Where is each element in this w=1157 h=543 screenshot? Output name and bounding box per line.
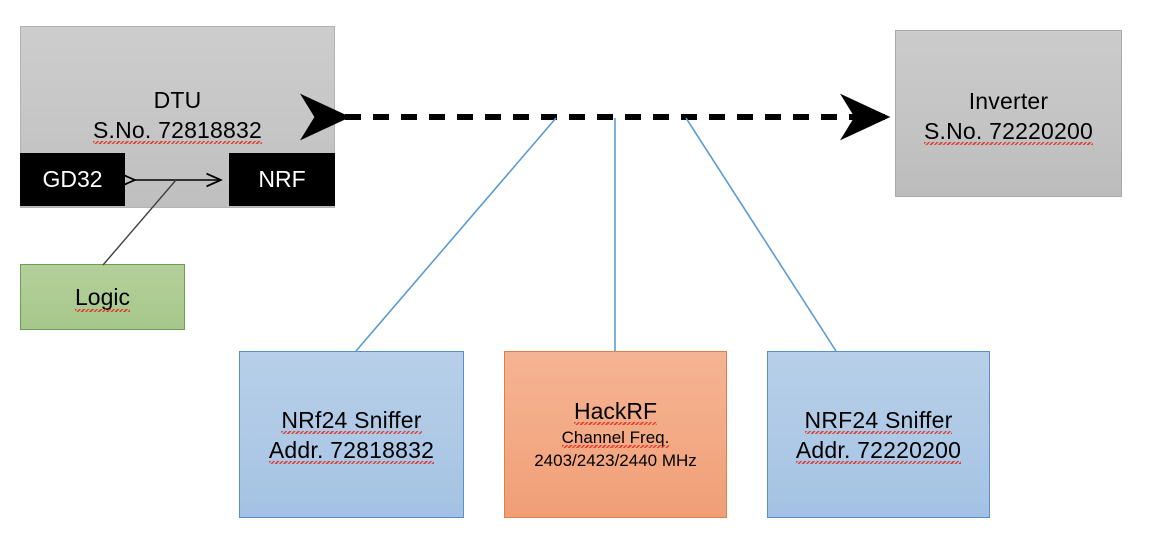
nrf24-right-tap-line <box>685 117 837 352</box>
nrf24-left-label-group: NRf24 Sniffer Addr. 72818832 <box>269 405 434 465</box>
hackrf-label-group: HackRF Channel Freq. 2403/2423/2440 MHz <box>534 397 697 472</box>
dtu-label-group: DTU S.No. 72818832 <box>21 85 334 145</box>
logic-label: Logic <box>75 283 130 312</box>
hackrf-block[interactable]: HackRF Channel Freq. 2403/2423/2440 MHz <box>504 351 727 518</box>
hackrf-subtitle: Channel Freq. <box>562 426 670 449</box>
nrf24-right-title: NRF24 Sniffer <box>805 405 953 435</box>
nrf-label: NRF <box>258 166 306 192</box>
gd32-label: GD32 <box>42 166 103 192</box>
nrf24-right-title-text: NRF24 Sniffer <box>804 406 953 433</box>
inverter-title: Inverter <box>968 88 1049 114</box>
logic-block[interactable]: Logic <box>20 264 185 330</box>
hackrf-subtitle-text: Channel Freq. <box>561 428 670 447</box>
nrf24-right-label-group: NRF24 Sniffer Addr. 72220200 <box>796 405 961 465</box>
hackrf-title-text: HackRF <box>573 398 658 424</box>
hackrf-frequencies: 2403/2423/2440 MHz <box>534 451 697 470</box>
nrf24-sniffer-right-block[interactable]: NRF24 Sniffer Addr. 72220200 <box>767 351 990 518</box>
dtu-serial: S.No. 72818832 <box>93 115 262 145</box>
inverter-serial-text: S.No. 72220200 <box>923 118 1094 144</box>
nrf24-left-addr: Addr. 72818832 <box>269 435 434 465</box>
dtu-serial-text: S.No. 72818832 <box>92 117 263 143</box>
nrf24-sniffer-left-block[interactable]: NRf24 Sniffer Addr. 72818832 <box>239 351 464 518</box>
nrf24-left-title-text: NRf24 Sniffer <box>281 406 422 433</box>
nrf-block[interactable]: NRF <box>229 153 335 206</box>
nrf24-left-title: NRf24 Sniffer <box>281 405 421 435</box>
nrf24-right-addr-text: Addr. 72220200 <box>795 436 962 463</box>
inverter-serial: S.No. 72220200 <box>924 116 1093 146</box>
nrf24-left-tap-line <box>355 117 557 352</box>
gd32-block[interactable]: GD32 <box>20 153 125 206</box>
nrf24-left-addr-text: Addr. 72818832 <box>268 436 435 463</box>
nrf24-right-addr: Addr. 72220200 <box>796 435 961 465</box>
dtu-title: DTU <box>153 87 202 113</box>
hackrf-title: HackRF <box>574 397 657 426</box>
inverter-block[interactable]: Inverter S.No. 72220200 <box>895 30 1122 197</box>
inverter-label-group: Inverter S.No. 72220200 <box>896 86 1121 146</box>
